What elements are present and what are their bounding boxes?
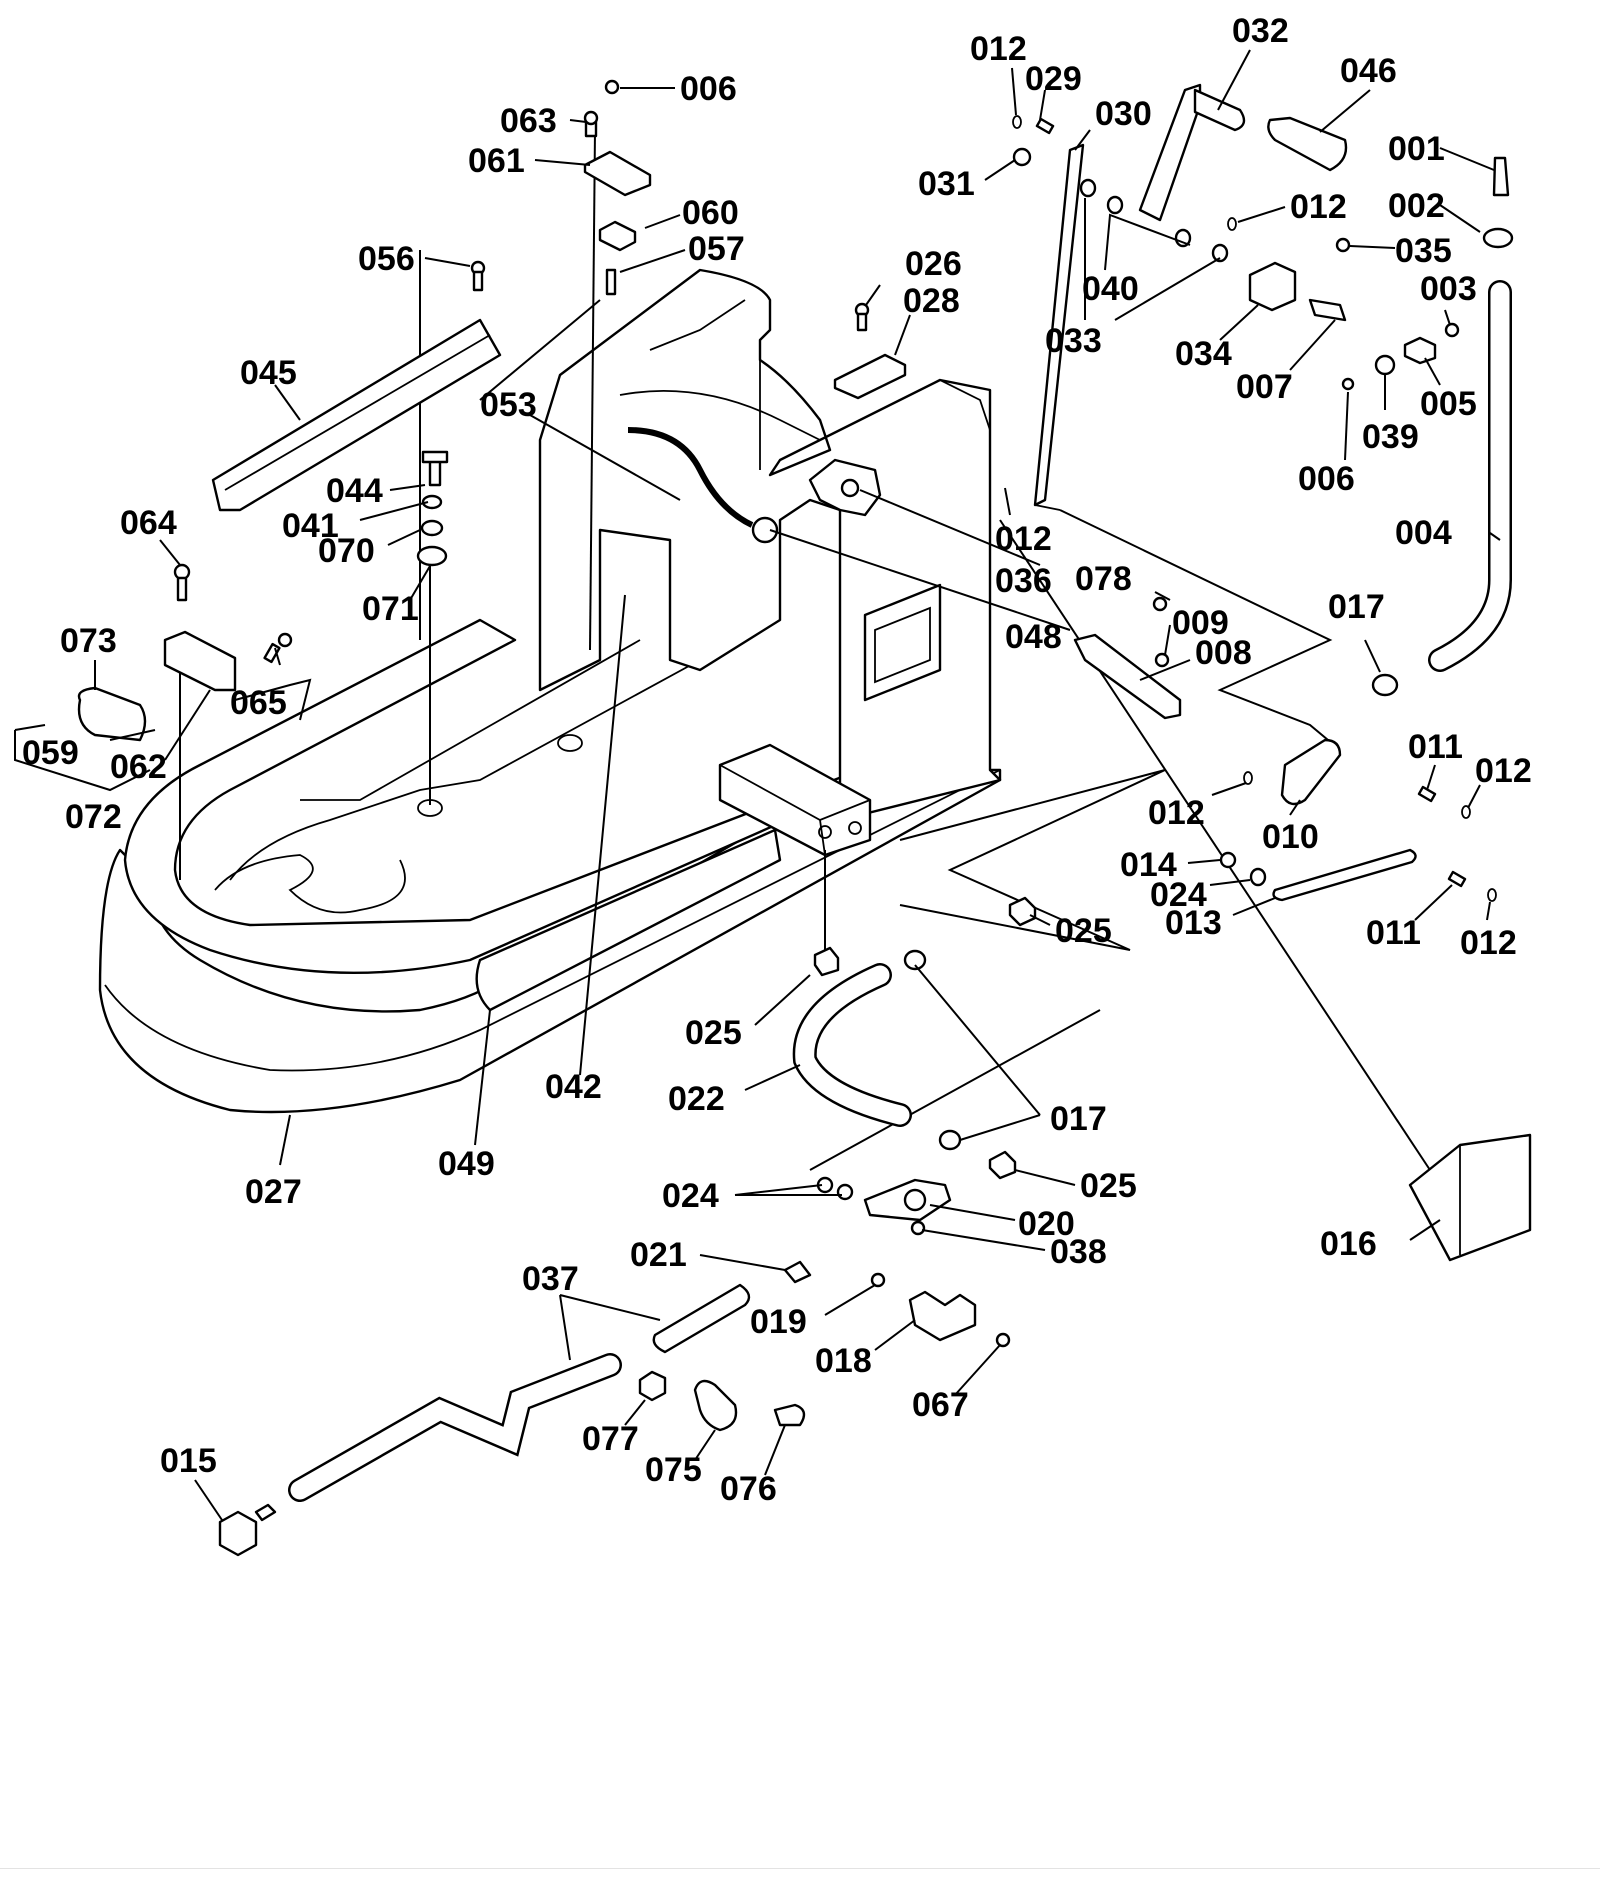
label-017: 017 [1328, 588, 1385, 626]
label-072: 072 [65, 798, 122, 836]
label-006: 006 [680, 70, 737, 108]
label-062: 062 [110, 748, 167, 786]
small-parts [77, 79, 1532, 1557]
label-012: 012 [970, 30, 1027, 68]
rail-045 [211, 318, 502, 512]
label-024: 024 [662, 1177, 719, 1215]
label-012: 012 [1475, 752, 1532, 790]
label-029: 029 [1025, 60, 1082, 98]
label-024: 024 [1150, 876, 1207, 914]
label-017: 017 [1050, 1100, 1107, 1138]
label-016: 016 [1320, 1225, 1377, 1263]
label-025: 025 [1055, 912, 1112, 950]
label-028: 028 [903, 282, 960, 320]
part-labels: 006 063 061 060 057 056 045 053 044 041 … [22, 12, 1532, 1508]
label-020: 020 [1018, 1205, 1075, 1243]
label-040: 040 [1082, 270, 1139, 308]
label-007: 007 [1236, 368, 1293, 406]
label-011: 011 [1408, 728, 1463, 766]
label-025: 025 [685, 1014, 742, 1052]
column [538, 268, 1002, 822]
label-019: 019 [750, 1303, 807, 1341]
label-010: 010 [1262, 818, 1319, 856]
label-018: 018 [815, 1342, 872, 1380]
label-008: 008 [1195, 634, 1252, 672]
label-038: 038 [1050, 1233, 1107, 1271]
guard-block [718, 743, 872, 857]
column-window [863, 583, 942, 702]
label-073: 073 [60, 622, 117, 660]
label-067: 067 [912, 1386, 969, 1424]
label-049: 049 [438, 1145, 495, 1183]
label-036: 036 [995, 562, 1052, 600]
label-001: 001 [1388, 130, 1445, 168]
label-044: 044 [326, 472, 383, 510]
label-027: 027 [245, 1173, 302, 1211]
foot-pedal-016 [1408, 1133, 1532, 1262]
label-039: 039 [1362, 418, 1419, 456]
label-030: 030 [1095, 95, 1152, 133]
label-077: 077 [582, 1420, 639, 1458]
base-rim [123, 618, 902, 975]
label-004: 004 [1395, 514, 1452, 552]
label-026: 026 [905, 245, 962, 283]
label-037: 037 [522, 1260, 579, 1298]
label-031: 031 [918, 165, 975, 203]
label-015: 015 [160, 1442, 217, 1480]
label-013: 013 [1165, 904, 1222, 942]
label-012: 012 [1148, 794, 1205, 832]
label-042: 042 [545, 1068, 602, 1106]
label-012: 012 [995, 520, 1052, 558]
label-059: 059 [22, 734, 79, 772]
label-078: 078 [1075, 560, 1132, 598]
label-009: 009 [1172, 604, 1229, 642]
label-033: 033 [1045, 322, 1102, 360]
label-065: 065 [230, 684, 287, 722]
label-002: 002 [1388, 187, 1445, 225]
label-075: 075 [645, 1451, 702, 1489]
label-041: 041 [282, 507, 339, 545]
label-076: 076 [720, 1470, 777, 1508]
label-035: 035 [1395, 232, 1452, 270]
main-frame [98, 268, 1002, 1114]
label-063: 063 [500, 102, 557, 140]
leader-lines [14, 49, 1501, 1521]
label-021: 021 [630, 1236, 687, 1274]
label-048: 048 [1005, 618, 1062, 656]
label-005: 005 [1420, 385, 1477, 423]
label-011: 011 [1366, 914, 1421, 952]
label-064: 064 [120, 504, 177, 542]
label-060: 060 [682, 194, 739, 232]
label-003: 003 [1420, 270, 1477, 308]
label-056: 056 [358, 240, 415, 278]
label-057: 057 [688, 230, 745, 268]
label-070: 070 [318, 532, 375, 570]
label-022: 022 [668, 1080, 725, 1118]
label-025: 025 [1080, 1167, 1137, 1205]
label-032: 032 [1232, 12, 1289, 50]
label-012: 012 [1290, 188, 1347, 226]
slot-049 [475, 828, 782, 1012]
label-006: 006 [1298, 460, 1355, 498]
label-071: 071 [362, 590, 419, 628]
bottom-rule [0, 1868, 1600, 1869]
label-053: 053 [480, 386, 537, 424]
label-012: 012 [1460, 924, 1517, 962]
label-045: 045 [240, 354, 297, 392]
label-034: 034 [1175, 335, 1232, 373]
assembly-lines [179, 129, 1431, 1171]
label-061: 061 [468, 142, 525, 180]
label-014: 014 [1120, 846, 1177, 884]
label-046: 046 [1340, 52, 1397, 90]
